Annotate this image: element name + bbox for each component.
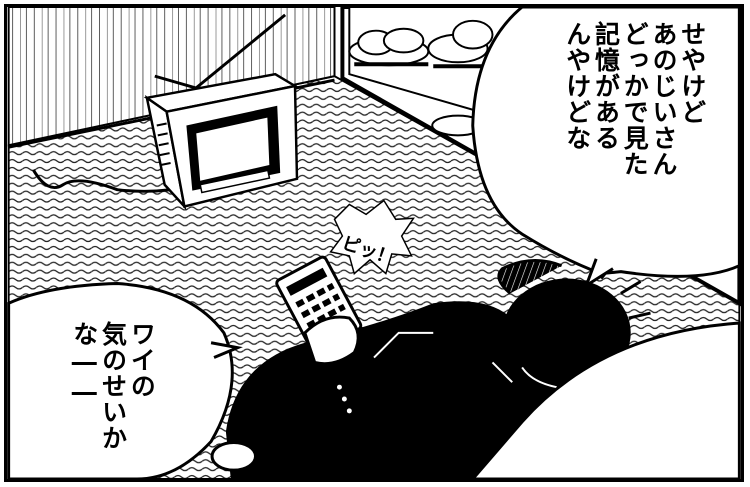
speech-text-left: ワイの 気のせいか な―― — [69, 321, 157, 451]
sfx-burst — [329, 199, 415, 275]
manga-panel: せやけど あのじいさん どっかで見た 記憶がある んやけどな ワイの 気のせいか… — [4, 4, 744, 482]
speech-balloon-left — [7, 282, 234, 479]
speech-text-right: せやけど あのじいさん どっかで見た 記憶がある んやけどな — [562, 21, 707, 177]
television — [143, 13, 299, 211]
cloud-1 — [348, 27, 430, 67]
scene-artwork — [7, 7, 741, 479]
tv-cable — [32, 169, 202, 193]
boy-figure — [210, 259, 741, 479]
speech-balloon-right — [471, 7, 741, 278]
